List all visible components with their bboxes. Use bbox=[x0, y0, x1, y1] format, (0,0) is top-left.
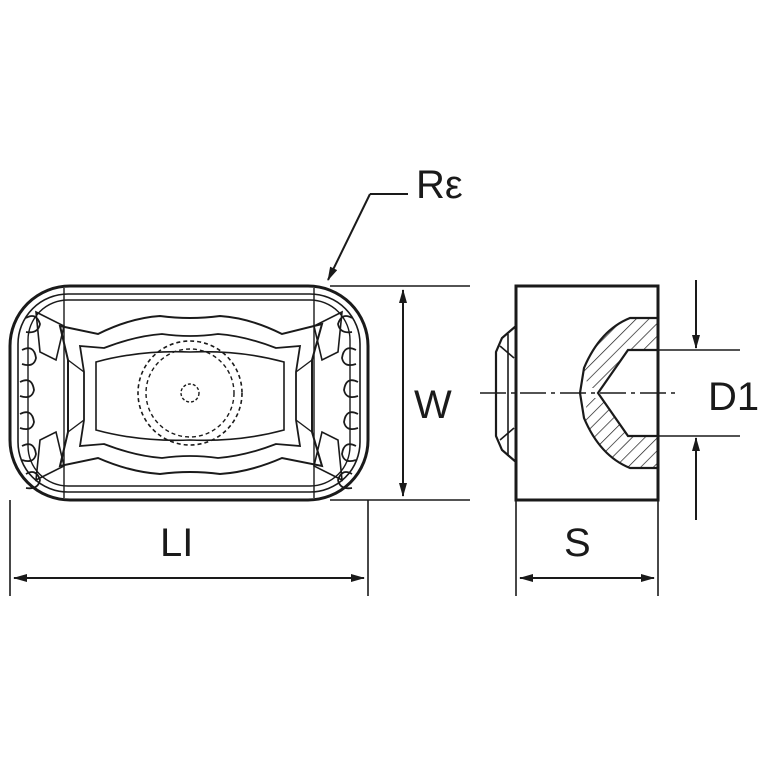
hole-diameter-dimension bbox=[630, 280, 740, 520]
thickness-label: S bbox=[564, 521, 591, 565]
insert-outline bbox=[8, 284, 370, 502]
chip-breaker-inner bbox=[78, 333, 302, 459]
corner-radius-label: Rε bbox=[416, 163, 463, 207]
hole-outer-hidden bbox=[137, 340, 243, 446]
chip-breaker-floor bbox=[95, 350, 285, 442]
chip-breaker-outer bbox=[58, 314, 324, 476]
right-edge-scallops bbox=[337, 315, 359, 490]
hole-diameter-label: D1 bbox=[708, 375, 759, 419]
length-label: LI bbox=[160, 521, 193, 565]
length-dimension bbox=[9, 500, 369, 596]
insert-land-outline bbox=[27, 299, 351, 487]
hole-center bbox=[180, 383, 200, 403]
left-edge-scallops bbox=[19, 315, 41, 490]
hole-inner-hidden bbox=[145, 348, 235, 438]
radius-leader bbox=[327, 193, 408, 281]
section-protrusion bbox=[494, 325, 517, 463]
width-label: W bbox=[414, 383, 452, 427]
insert-top-view bbox=[8, 284, 370, 502]
width-dimension bbox=[330, 285, 470, 501]
thickness-dimension bbox=[515, 500, 659, 596]
insert-inner-edge bbox=[17, 293, 361, 493]
insert-section-view bbox=[480, 284, 680, 502]
